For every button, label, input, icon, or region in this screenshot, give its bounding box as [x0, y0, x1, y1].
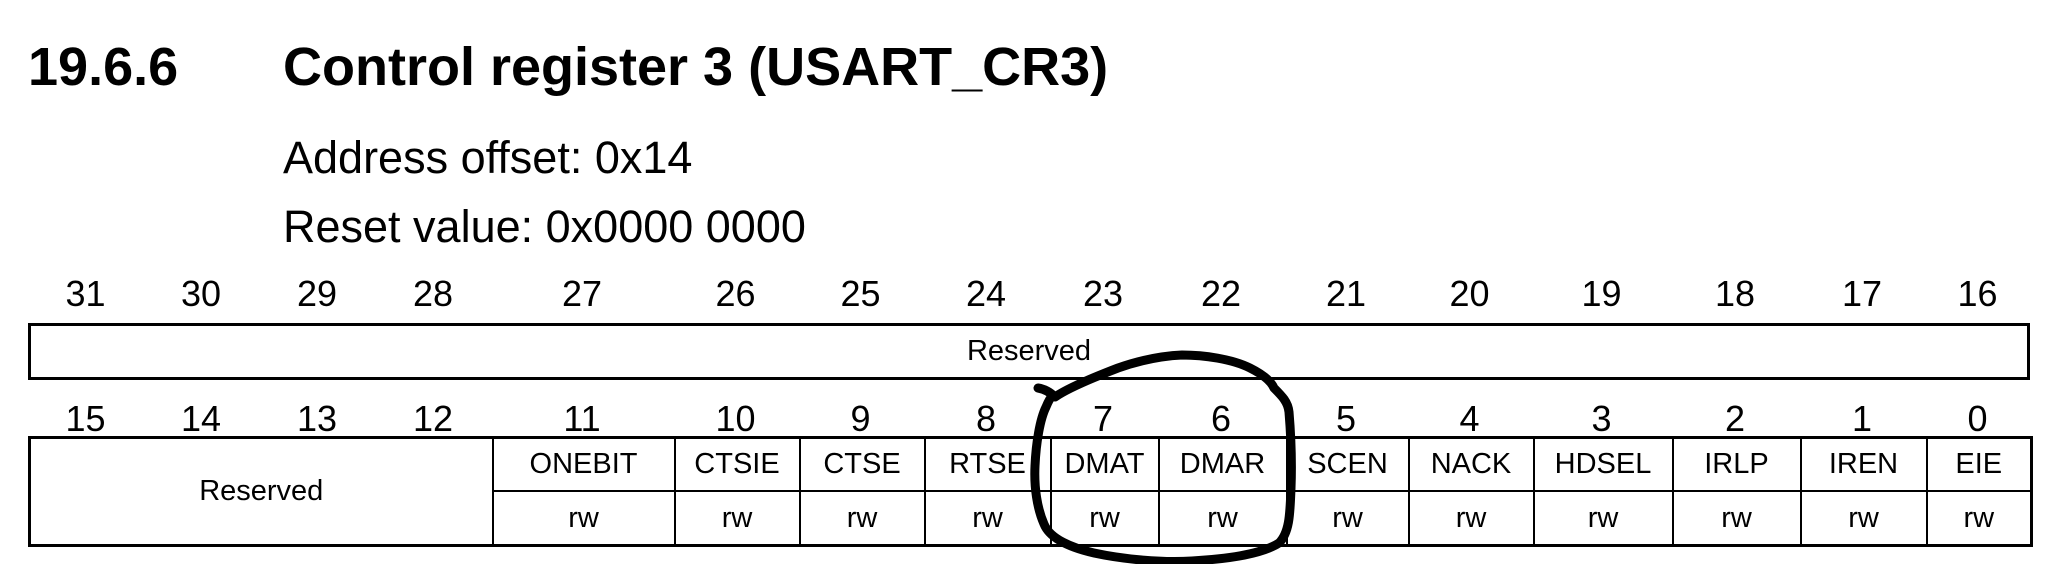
bit-number: 1 [1851, 398, 1873, 439]
reserved-high-table: Reserved [28, 323, 2030, 380]
access-dmat: rw [1049, 490, 1160, 547]
access-irlp: rw [1671, 490, 1802, 547]
bit-number: 9 [850, 398, 871, 439]
bit-number: 14 [180, 398, 222, 439]
field-scen: SCEN [1285, 436, 1410, 492]
bit-number: 21 [1325, 273, 1367, 314]
bit-number: 6 [1210, 398, 1232, 439]
page-title: Control register 3 (USART_CR3) [283, 37, 1109, 97]
bit-number: 0 [1967, 398, 1988, 439]
bit-number: 3 [1591, 398, 1612, 439]
register-fields-table: Reserved ONEBIT CTSIE CTSE RTSE DMAT DMA… [28, 436, 2033, 547]
reserved-high-cell: Reserved [28, 323, 2030, 380]
field-dmar: DMAR [1157, 436, 1288, 492]
bit-number: 7 [1092, 398, 1114, 439]
reset-value-line: Reset value: 0x0000 0000 [283, 201, 806, 252]
section-number: 19.6.6 [28, 37, 179, 97]
access-rtse: rw [923, 490, 1052, 547]
bit-number: 16 [1957, 273, 1998, 314]
access-nack: rw [1407, 490, 1535, 547]
bit-number: 27 [561, 273, 603, 314]
bit-number: 22 [1200, 273, 1242, 314]
address-offset-line: Address offset: 0x14 [283, 132, 693, 183]
bit-number: 17 [1841, 273, 1883, 314]
field-nack: NACK [1407, 436, 1535, 492]
field-ctse: CTSE [798, 436, 926, 492]
bit-number: 24 [965, 273, 1007, 314]
access-onebit: rw [491, 490, 676, 547]
bit-number-row-low: 15 14 13 12 11 10 9 8 7 6 5 4 3 2 1 0 [28, 391, 2030, 437]
bit-number: 28 [412, 273, 454, 314]
bit-number: 30 [180, 273, 222, 314]
access-eie: rw [1925, 490, 2033, 547]
field-ctsie: CTSIE [673, 436, 801, 492]
field-hdsel: HDSEL [1532, 436, 1674, 492]
bit-number: 5 [1335, 398, 1357, 439]
bit-number: 11 [563, 398, 601, 439]
field-onebit: ONEBIT [491, 436, 676, 492]
field-iren: IREN [1799, 436, 1928, 492]
reserved-low-cell: Reserved [28, 436, 494, 547]
bit-number: 19 [1581, 273, 1622, 314]
field-eie: EIE [1925, 436, 2033, 492]
access-ctse: rw [798, 490, 926, 547]
bit-number: 4 [1459, 398, 1480, 439]
field-irlp: IRLP [1671, 436, 1802, 492]
field-dmat: DMAT [1049, 436, 1160, 492]
bit-number: 15 [65, 398, 106, 439]
access-scen: rw [1285, 490, 1410, 547]
access-iren: rw [1799, 490, 1928, 547]
access-dmar: rw [1157, 490, 1288, 547]
access-ctsie: rw [673, 490, 801, 547]
bit-number: 25 [840, 273, 881, 314]
bit-number: 18 [1714, 273, 1756, 314]
bit-number: 12 [412, 398, 454, 439]
field-rtse: RTSE [923, 436, 1052, 492]
bit-number: 13 [296, 398, 338, 439]
bit-number: 29 [296, 273, 338, 314]
access-hdsel: rw [1532, 490, 1674, 547]
bit-number: 20 [1449, 273, 1490, 314]
bit-number: 31 [65, 273, 106, 314]
bit-number: 10 [715, 398, 756, 439]
bit-number: 2 [1724, 398, 1746, 439]
bit-number-row-high: 31 30 29 28 27 26 25 24 23 22 21 20 19 1… [28, 266, 2030, 312]
bit-number: 23 [1082, 273, 1124, 314]
bit-number: 8 [975, 398, 997, 439]
bit-number: 26 [715, 273, 756, 314]
